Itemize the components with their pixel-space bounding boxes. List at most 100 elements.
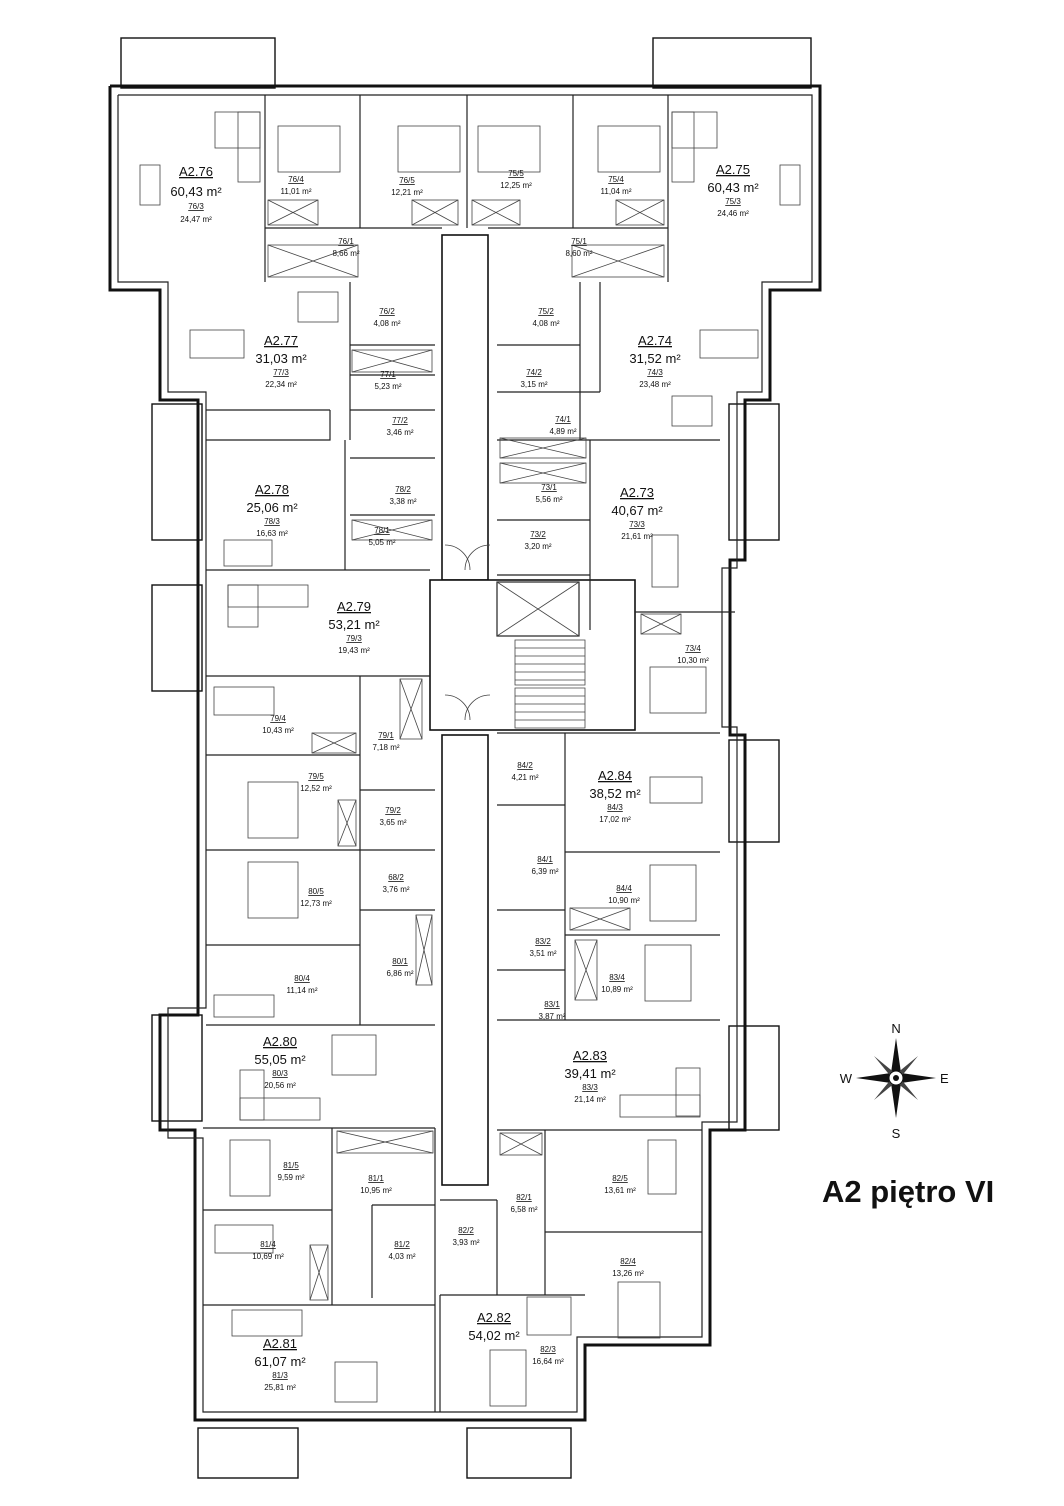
room-area: 4,08 m² (373, 319, 400, 328)
apartment-a2-77: A2.77 31,03 m² 77/3 22,34 m² (255, 333, 307, 389)
room-area: 17,02 m² (599, 815, 631, 824)
room-area: 12,21 m² (391, 188, 423, 197)
room-area: 24,47 m² (180, 215, 212, 224)
room-area: 16,64 m² (532, 1357, 564, 1366)
room-76-2: 76/2 4,08 m² (373, 307, 400, 328)
room-area: 3,15 m² (520, 380, 547, 389)
room-id: 82/5 (612, 1174, 628, 1183)
room-80-5: 80/512,73 m² (300, 887, 332, 908)
room-76-1: 76/18,66 m² (332, 237, 359, 258)
room-area: 12,52 m² (300, 784, 332, 793)
apartment-code: A2.84 (598, 768, 632, 783)
apartment-area: 40,67 m² (611, 503, 663, 518)
room-labels: 76/411,01 m² 76/512,21 m² 75/512,25 m² 7… (252, 169, 709, 1278)
room-id: 84/3 (607, 803, 623, 812)
room-id: 82/2 (458, 1226, 474, 1235)
room-id: 81/4 (260, 1240, 276, 1249)
room-area: 4,03 m² (388, 1252, 415, 1261)
room-area: 10,30 m² (677, 656, 709, 665)
room-area: 3,93 m² (452, 1238, 479, 1247)
room-area: 6,39 m² (531, 867, 558, 876)
room-77-1: 77/1 5,23 m² (374, 370, 401, 391)
room-75-1: 75/18,60 m² (565, 237, 592, 258)
room-area: 8,60 m² (565, 249, 592, 258)
room-id: 73/4 (685, 644, 701, 653)
apartment-area: 25,06 m² (246, 500, 298, 515)
room-id: 76/4 (288, 175, 304, 184)
apartment-a2-84: A2.84 38,52 m² 84/3 17,02 m² (589, 768, 641, 824)
room-id: 74/3 (647, 368, 663, 377)
room-area: 4,89 m² (549, 427, 576, 436)
room-area: 3,20 m² (524, 542, 551, 551)
apartment-area: 60,43 m² (707, 180, 759, 195)
apartment-code: A2.80 (263, 1034, 297, 1049)
compass-w: W (840, 1071, 853, 1086)
room-id: 83/2 (535, 937, 551, 946)
room-area: 4,08 m² (532, 319, 559, 328)
interior-walls (203, 95, 735, 1412)
room-id: 83/3 (582, 1083, 598, 1092)
apartment-code: A2.83 (573, 1048, 607, 1063)
room-area: 5,05 m² (368, 538, 395, 547)
room-area: 11,01 m² (281, 187, 312, 196)
room-id: 82/3 (540, 1345, 556, 1354)
apartment-code: A2.73 (620, 485, 654, 500)
room-83-4: 83/410,89 m² (601, 973, 633, 994)
room-73-4: 73/4 10,30 m² (677, 644, 709, 665)
room-id: 77/1 (380, 370, 396, 379)
room-area: 5,23 m² (374, 382, 401, 391)
room-id: 75/4 (608, 175, 624, 184)
room-area: 23,48 m² (639, 380, 671, 389)
apartment-code: A2.81 (263, 1336, 297, 1351)
room-area: 3,76 m² (382, 885, 409, 894)
apartment-a2-79: A2.79 53,21 m² 79/3 19,43 m² (328, 599, 380, 655)
room-id: 80/4 (294, 974, 310, 983)
room-id: 77/2 (392, 416, 408, 425)
room-area: 22,34 m² (265, 380, 297, 389)
room-area: 3,51 m² (529, 949, 556, 958)
apartment-a2-74: A2.74 31,52 m² 74/3 23,48 m² (629, 333, 681, 389)
room-81-2: 81/24,03 m² (388, 1240, 415, 1261)
apartment-a2-78: A2.78 25,06 m² 78/3 16,63 m² (246, 482, 298, 538)
room-84-4: 84/410,90 m² (608, 884, 640, 905)
room-id: 79/5 (308, 772, 324, 781)
room-area: 3,65 m² (379, 818, 406, 827)
room-area: 8,66 m² (332, 249, 359, 258)
room-77-2: 77/2 3,46 m² (386, 416, 413, 437)
room-82-1: 82/16,58 m² (510, 1193, 537, 1214)
room-id: 79/4 (270, 714, 286, 723)
room-id: 73/1 (541, 483, 557, 492)
exterior-walls (108, 84, 822, 1422)
room-id: 81/3 (272, 1371, 288, 1380)
room-68-2: 68/23,76 m² (382, 873, 409, 894)
apartment-a2-75: A2.75 60,43 m² 75/3 24,46 m² (707, 162, 759, 218)
apartment-area: 55,05 m² (254, 1052, 306, 1067)
room-id: 76/2 (379, 307, 395, 316)
room-area: 3,46 m² (386, 428, 413, 437)
building-core (429, 234, 636, 1186)
room-82-5: 82/513,61 m² (604, 1174, 636, 1195)
room-id: 84/4 (616, 884, 632, 893)
room-78-1: 78/15,05 m² (368, 526, 395, 547)
room-area: 10,43 m² (262, 726, 294, 735)
room-area: 13,26 m² (612, 1269, 644, 1278)
apartment-area: 61,07 m² (254, 1354, 306, 1369)
room-id: 78/3 (264, 517, 280, 526)
room-id: 75/5 (508, 169, 524, 178)
room-area: 19,43 m² (338, 646, 370, 655)
room-83-1: 83/13,87 m² (538, 1000, 565, 1021)
apartment-a2-81: A2.81 61,07 m² 81/3 25,81 m² (254, 1336, 306, 1392)
room-id: 80/5 (308, 887, 324, 896)
apartment-code: A2.77 (264, 333, 298, 348)
apartment-a2-82: A2.82 54,02 m² 82/3 16,64 m² (468, 1310, 564, 1366)
room-area: 3,38 m² (389, 497, 416, 506)
room-id: 78/2 (395, 485, 411, 494)
room-id: 73/2 (530, 530, 546, 539)
room-id: 80/1 (392, 957, 408, 966)
room-79-2: 79/23,65 m² (379, 806, 406, 827)
room-74-1: 74/14,89 m² (549, 415, 576, 436)
room-id: 79/3 (346, 634, 362, 643)
apartment-code: A2.82 (477, 1310, 511, 1325)
room-84-1: 84/16,39 m² (531, 855, 558, 876)
